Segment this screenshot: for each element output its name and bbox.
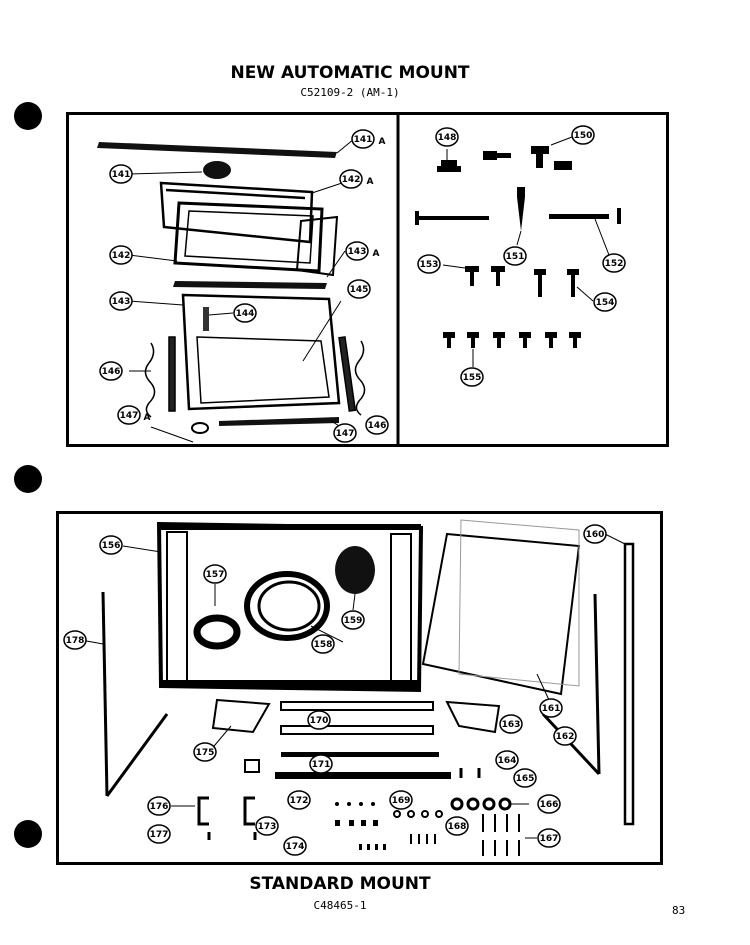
label-174: 174: [286, 842, 305, 852]
part-172-173-174-fasteners: [335, 802, 386, 850]
label-152: 152: [605, 259, 624, 269]
part-176-177-clips: [171, 796, 257, 840]
label-142A-suffix: A: [367, 177, 374, 187]
label-156: 156: [102, 541, 121, 551]
label-150: 150: [574, 131, 593, 141]
top-title: NEW AUTOMATIC MOUNT: [230, 63, 470, 83]
label-147: 147: [336, 429, 355, 439]
label-143A-suffix: A: [373, 249, 380, 259]
part-146-right: [338, 336, 366, 416]
page-number: 83: [672, 904, 686, 917]
part-144: [203, 307, 234, 331]
part-143-145-frame: [128, 293, 342, 411]
part-147: [150, 417, 342, 443]
label-145: 145: [350, 285, 369, 295]
part-158-gasket: [244, 571, 344, 643]
label-166: 166: [540, 800, 559, 810]
label-141A-suffix: A: [379, 137, 386, 147]
part-156-frame: [122, 521, 424, 693]
binder-hole: [14, 102, 42, 130]
label-157: 157: [206, 570, 225, 580]
label-163: 163: [502, 720, 521, 730]
label-142A: 142: [342, 175, 361, 185]
binder-hole: [14, 465, 42, 493]
part-164-165-166: [450, 768, 529, 811]
part-175-bracket: [208, 698, 271, 753]
label-153: 153: [420, 260, 439, 270]
label-171: 171: [312, 760, 331, 770]
part-149-bolt: [483, 151, 511, 160]
part-153-154-screws: [442, 264, 594, 302]
standard-mount-panel: 156 157 159 158 160 178 161 162 163 170 …: [56, 511, 663, 865]
part-143A-strip: [173, 250, 346, 289]
label-162: 162: [556, 732, 575, 742]
label-161: 161: [542, 704, 561, 714]
part-167-pins: [482, 814, 537, 856]
label-167: 167: [540, 834, 559, 844]
part-171-strips: [244, 752, 451, 779]
label-155: 155: [463, 373, 482, 383]
part-170-strips: [280, 701, 434, 735]
standard-mount-drawing: 156 157 159 158 160 178 161 162 163 170 …: [63, 519, 635, 856]
part-151-screw: [516, 187, 525, 246]
label-164: 164: [498, 756, 517, 766]
label-176: 176: [150, 802, 169, 812]
label-141: 141: [112, 170, 131, 180]
part-163-bracket: [445, 700, 501, 734]
part-159: [335, 546, 375, 611]
label-173: 173: [258, 822, 277, 832]
part-157-seal: [193, 584, 241, 650]
label-175: 175: [196, 748, 215, 758]
part-155-screws: [443, 332, 581, 367]
part-148-nut: [437, 149, 461, 172]
label-146-left: 146: [102, 367, 121, 377]
label-160: 160: [586, 530, 605, 540]
part-168-169-washers: [393, 810, 443, 844]
top-subtitle: C52109-2 (AM-1): [300, 86, 400, 99]
label-158: 158: [314, 640, 333, 650]
bottom-subtitle: C48465-1: [313, 899, 367, 912]
part-152-bolts: [415, 208, 621, 256]
label-177: 177: [150, 830, 169, 840]
label-159: 159: [344, 616, 363, 626]
label-170: 170: [310, 716, 329, 726]
part-141: [128, 161, 231, 179]
label-143: 143: [112, 297, 131, 307]
label-151: 151: [506, 252, 525, 262]
label-178: 178: [66, 636, 85, 646]
bottom-title: STANDARD MOUNT: [249, 874, 431, 894]
label-146-right: 146: [368, 421, 387, 431]
binder-hole: [14, 820, 42, 848]
label-147A-suffix: A: [144, 413, 151, 423]
label-142: 142: [112, 251, 131, 261]
part-142-frame: [128, 201, 339, 277]
label-169: 169: [392, 796, 411, 806]
part-160-rail: [604, 533, 635, 826]
label-143A: 143: [348, 247, 367, 257]
part-161-panel: [421, 519, 581, 701]
part-150-bolt: [531, 136, 573, 170]
part-178-angle: [80, 591, 169, 797]
automatic-mount-panel: 141 A 141 142 A 142 143 A 143 144 145 14…: [66, 112, 669, 447]
label-172: 172: [290, 796, 309, 806]
automatic-mount-drawing: 141 A 141 142 A 142 143 A 143 144 145 14…: [97, 115, 626, 444]
label-168: 168: [448, 822, 467, 832]
part-146-left: [129, 336, 176, 418]
label-165: 165: [516, 774, 535, 784]
label-148: 148: [438, 133, 457, 143]
label-141A: 141: [354, 135, 373, 145]
label-144: 144: [236, 309, 255, 319]
label-154: 154: [596, 298, 615, 308]
label-147A: 147: [120, 411, 139, 421]
part-141A-strip: [97, 138, 355, 158]
